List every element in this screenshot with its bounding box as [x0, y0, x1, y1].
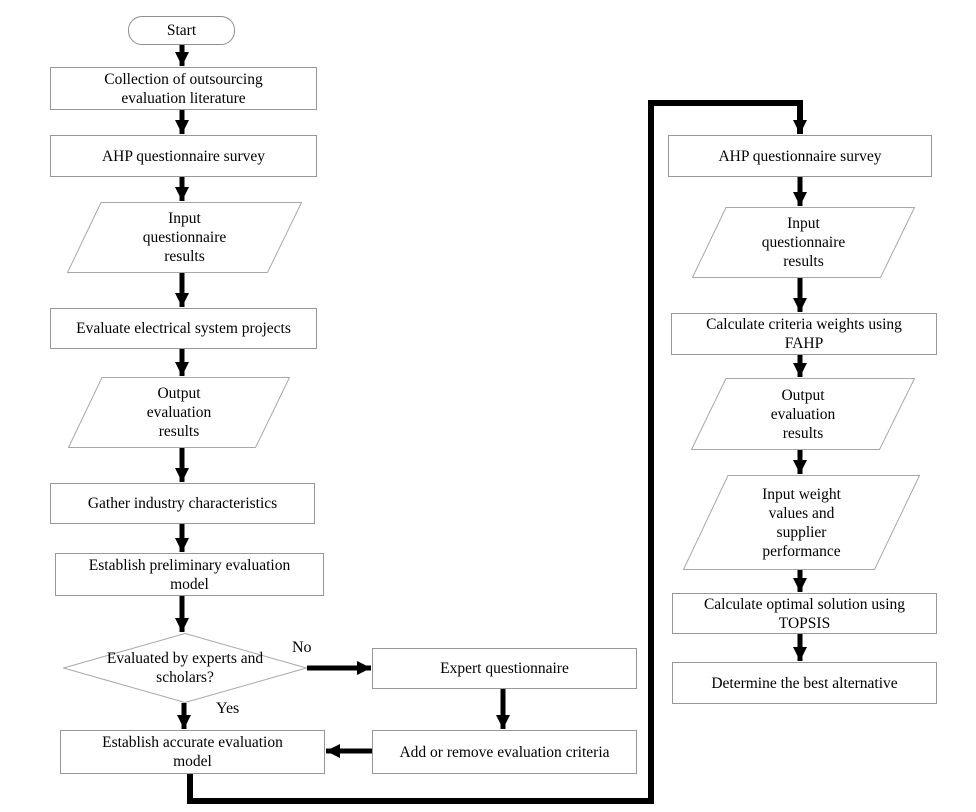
node-accurate-model-label: Establish accurate evaluation model — [102, 734, 283, 770]
node-calc-topsis-label: Calculate optimal solution using TOPSIS — [703, 595, 906, 632]
node-output-results-right: Output evaluation results — [691, 378, 915, 450]
node-gather-characteristics: Gather industry characteristics — [50, 483, 315, 524]
node-input-weights: Input weight values and supplier perform… — [683, 475, 920, 570]
node-input-weights-label: Input weight values and supplier perform… — [762, 485, 841, 560]
node-expert-questionnaire-label: Expert questionnaire — [440, 660, 569, 677]
node-calc-fahp: Calculate criteria weights using FAHP — [671, 313, 937, 355]
node-collect-literature-label: Collection of outsourcing evaluation lit… — [104, 70, 263, 107]
parallelogram-shape — [68, 377, 290, 448]
node-output-results-right-label: Output evaluation results — [770, 386, 836, 442]
node-evaluate-projects-label: Evaluate electrical system projects — [76, 320, 291, 337]
node-add-remove-criteria-label: Add or remove evaluation criteria — [399, 743, 610, 761]
node-output-results-left-label: Output evaluation results — [146, 385, 212, 440]
node-ahp-survey-left-label: AHP questionnaire survey — [101, 147, 265, 165]
node-gather-characteristics-label: Gather industry characteristics — [87, 495, 278, 512]
node-add-remove-criteria: Add or remove evaluation criteria — [372, 730, 637, 774]
node-start-label: Start — [166, 22, 197, 39]
diamond-shape — [63, 633, 307, 703]
node-expert-questionnaire: Expert questionnaire — [372, 648, 637, 689]
node-accurate-model: Establish accurate evaluation model — [60, 730, 325, 774]
node-input-results-right-label: Input questionnaire results — [761, 215, 846, 270]
branch-label-yes: Yes — [216, 700, 240, 717]
node-start: Start — [128, 16, 235, 45]
node-best-alternative: Determine the best alternative — [672, 662, 937, 704]
parallelogram-shape — [67, 202, 302, 273]
node-calc-fahp-label: Calculate criteria weights using FAHP — [706, 316, 902, 352]
node-prelim-model-label: Establish preliminary evaluation model — [88, 556, 291, 593]
node-calc-topsis: Calculate optimal solution using TOPSIS — [672, 593, 937, 634]
parallelogram-shape — [691, 378, 915, 450]
node-evaluate-projects: Evaluate electrical system projects — [50, 308, 317, 349]
node-ahp-survey-left: AHP questionnaire survey — [50, 135, 317, 177]
node-output-results-left: Output evaluation results — [68, 377, 290, 448]
parallelogram-shape — [683, 475, 920, 570]
parallelogram-shape — [692, 207, 915, 278]
node-collect-literature: Collection of outsourcing evaluation lit… — [50, 67, 317, 110]
loop-connector-accurate-to-rahp — [187, 100, 807, 804]
node-input-results-right: Input questionnaire results — [692, 207, 915, 278]
node-input-results-left-label: Input questionnaire results — [142, 210, 227, 265]
node-decision-experts-label: Evaluated by experts and scholars? — [106, 650, 264, 686]
node-ahp-survey-right: AHP questionnaire survey — [668, 135, 932, 177]
node-prelim-model: Establish preliminary evaluation model — [55, 553, 324, 596]
node-best-alternative-label: Determine the best alternative — [711, 674, 898, 692]
node-decision-experts: Evaluated by experts and scholars? — [63, 633, 307, 703]
node-ahp-survey-right-label: AHP questionnaire survey — [718, 147, 882, 165]
branch-label-no: No — [292, 639, 312, 656]
node-input-results-left: Input questionnaire results — [67, 202, 302, 273]
